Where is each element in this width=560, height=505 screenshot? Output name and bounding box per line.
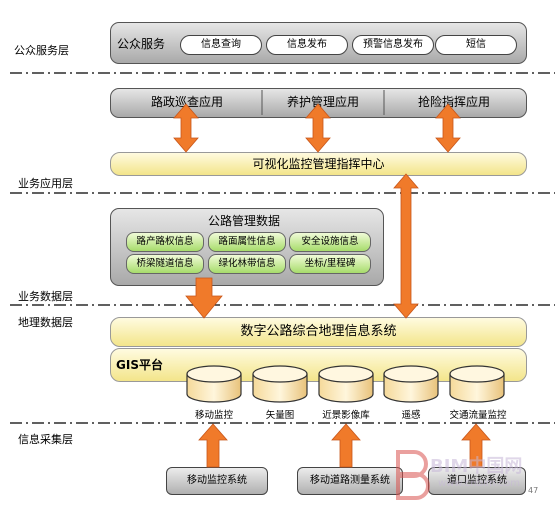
layer-label-business-app: 业务应用层 xyxy=(18,177,73,190)
road-item-surface: 路面属性信息 xyxy=(208,232,286,252)
store-label-vector: 矢量图 xyxy=(265,410,295,421)
arrow-collector-survey xyxy=(331,423,361,468)
collector-road-survey: 移动道路测量系统 xyxy=(297,467,403,495)
watermark-brand: BIM中国网 xyxy=(430,456,523,477)
gis-system-label: 数字公路综合地理信息系统 xyxy=(240,324,397,339)
cylinder-image xyxy=(318,365,374,403)
public-service-title: 公众服务 xyxy=(117,37,166,51)
layer-label-collection: 信息采集层 xyxy=(18,433,73,446)
layer-label-geo-data: 地理数据层 xyxy=(18,316,73,329)
arrow-collector-crossing xyxy=(461,423,491,468)
collector-mobile: 移动监控系统 xyxy=(166,467,268,495)
caption-mark: 47 xyxy=(528,486,539,495)
public-item-warning: 预警信息发布 xyxy=(352,35,434,55)
app-emergency: 抢险指挥应用 xyxy=(417,95,490,109)
road-item-property: 路产路权信息 xyxy=(126,232,204,252)
public-item-sms: 短信 xyxy=(435,35,517,55)
command-center-label: 可视化监控管理指挥中心 xyxy=(252,157,385,171)
road-data-title: 公路管理数据 xyxy=(208,214,281,228)
public-item-query: 信息查询 xyxy=(180,35,262,55)
road-item-milestone: 坐标/里程碑 xyxy=(289,254,371,274)
watermark-url: www.cnbim.com xyxy=(438,478,521,489)
arrow-maintenance-center xyxy=(305,103,331,153)
layer-label-business-data: 业务数据层 xyxy=(18,290,73,303)
cylinder-vector xyxy=(252,365,308,403)
store-label-image: 近景影像库 xyxy=(322,410,370,421)
arrow-center-gis xyxy=(393,173,419,319)
store-label-traffic: 交通流量监控 xyxy=(449,410,507,421)
app-maintenance: 养护管理应用 xyxy=(286,95,359,109)
gis-platform-label: GIS平台 xyxy=(116,358,163,372)
road-item-bridge: 桥梁隧道信息 xyxy=(126,254,204,274)
arrow-patrol-center xyxy=(173,103,199,153)
watermark: BIM中国网 www.cnbim.com xyxy=(390,444,560,500)
store-label-mobile: 移动监控 xyxy=(194,410,233,421)
app-patrol: 路政巡查应用 xyxy=(150,95,223,109)
gis-system-bar: 数字公路综合地理信息系统 xyxy=(110,317,527,347)
road-item-green: 绿化林带信息 xyxy=(208,254,286,274)
cylinder-traffic xyxy=(449,365,505,403)
cylinder-mobile xyxy=(186,365,242,403)
public-item-publish: 信息发布 xyxy=(266,35,348,55)
arrow-roaddata-gis xyxy=(185,277,223,319)
arrow-collector-mobile xyxy=(198,423,228,468)
arrow-emergency-center xyxy=(435,103,461,153)
watermark-logo-icon xyxy=(396,450,430,500)
road-item-safety: 安全设施信息 xyxy=(289,232,371,252)
layer-label-public: 公众服务层 xyxy=(14,44,69,57)
command-center-bar: 可视化监控管理指挥中心 xyxy=(110,152,527,176)
cylinder-remote-sensing xyxy=(383,365,439,403)
store-label-remote-sensing: 遥感 xyxy=(401,410,421,421)
